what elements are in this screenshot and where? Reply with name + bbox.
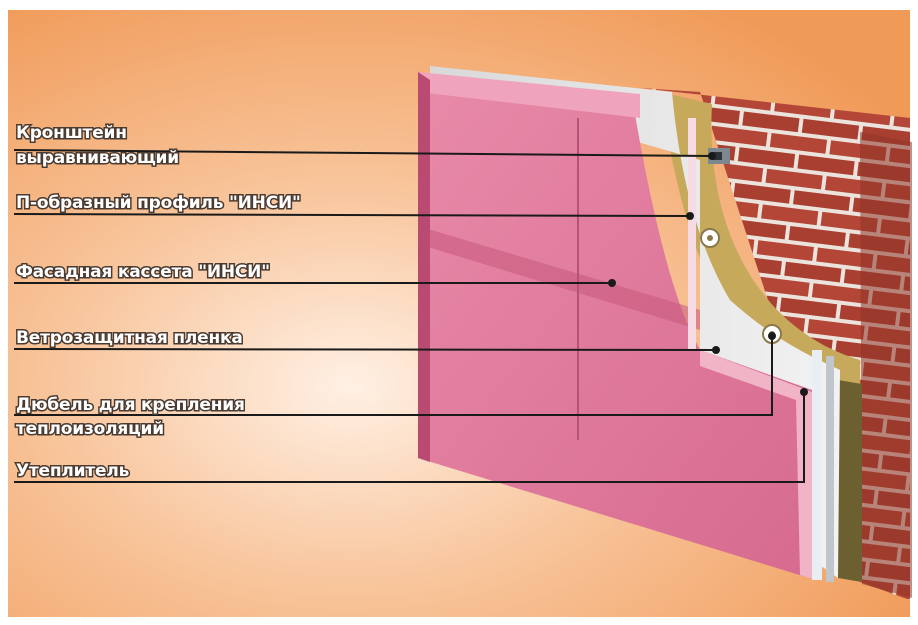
label-dowel-line1: Дюбель для крепления xyxy=(16,395,245,415)
label-u-profile: П-образный профиль "ИНСИ" xyxy=(16,193,301,213)
label-facade-cassette: Фасадная кассета "ИНСИ" xyxy=(16,262,270,282)
label-insulation: Утеплитель xyxy=(16,461,129,481)
insulation-edge xyxy=(838,380,862,582)
label-bracket-line1: Кронштейн xyxy=(16,123,127,143)
label-windproof-film: Ветрозащитная пленка xyxy=(16,328,243,348)
label-dowel-line2: теплоизоляций xyxy=(16,419,164,439)
label-bracket-line2: выравнивающий xyxy=(16,148,179,168)
